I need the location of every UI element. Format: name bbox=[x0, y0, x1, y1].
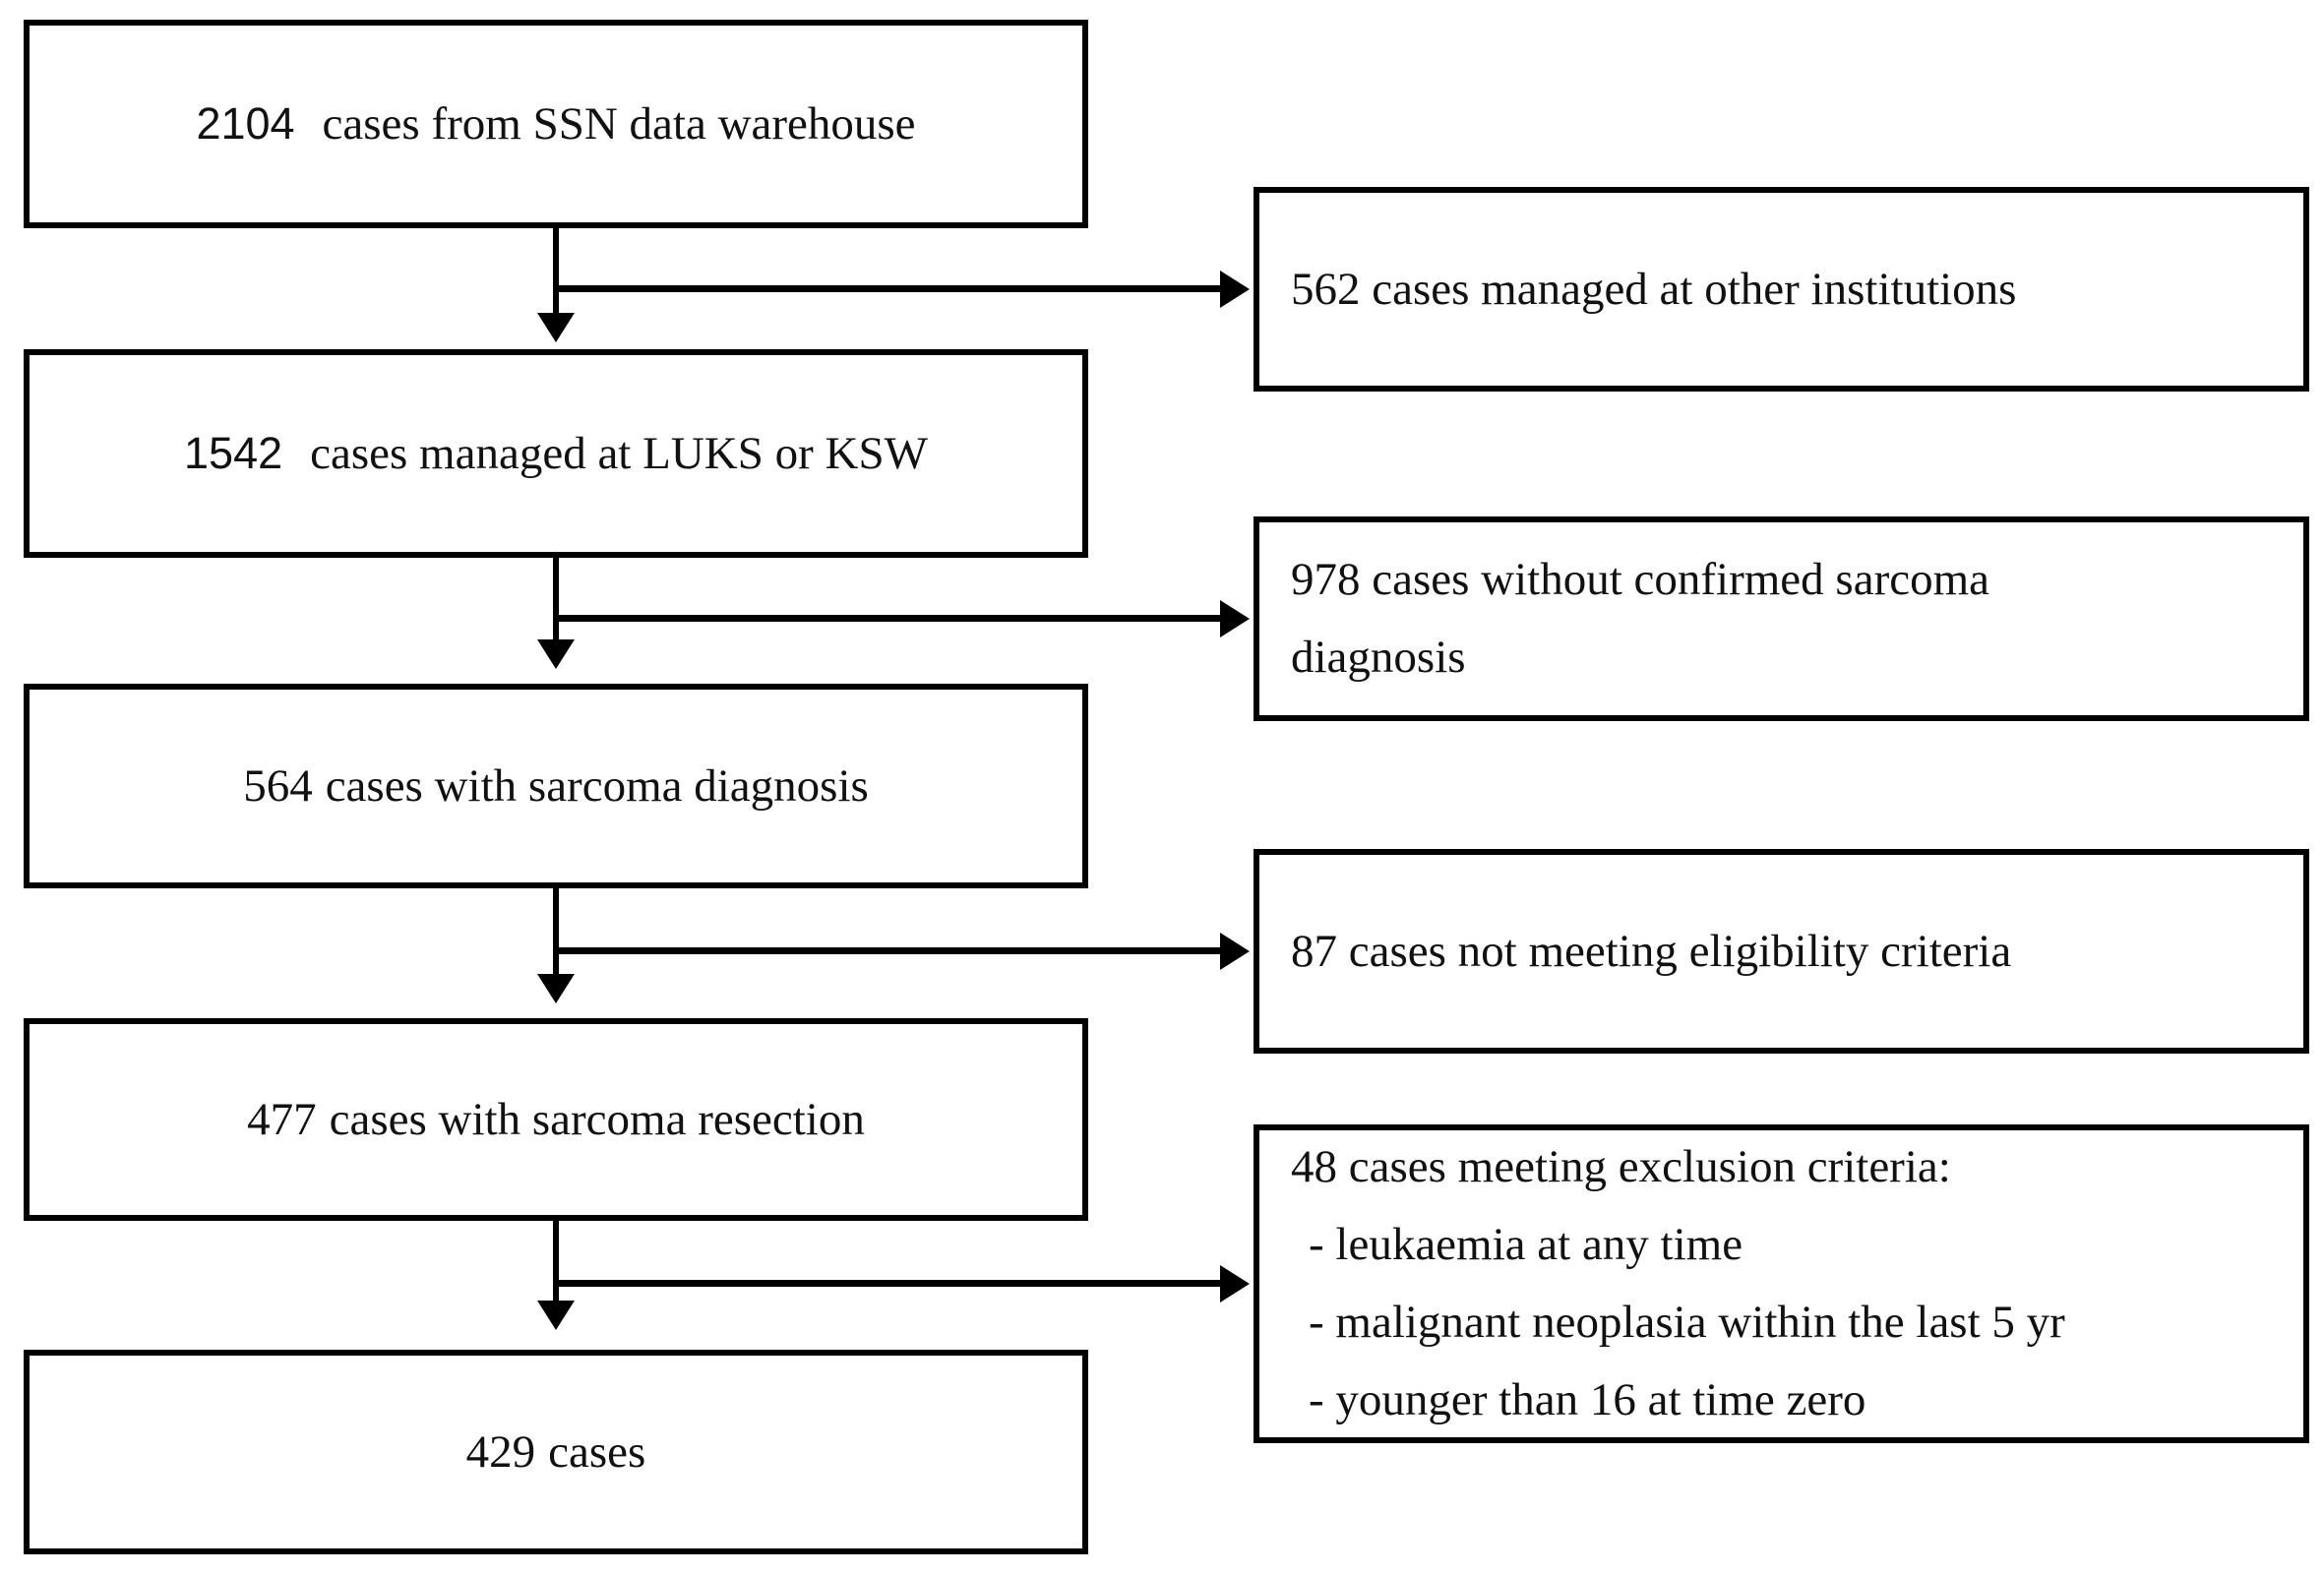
box-sarcoma-resection: 477 cases with sarcoma resection bbox=[24, 1018, 1088, 1221]
excluded-text: 48 cases meeting exclusion criteria: bbox=[1291, 1141, 1951, 1192]
arrow-down-4-line bbox=[553, 1221, 559, 1302]
box-excluded-exclusion-criteria: 48 cases meeting exclusion criteria: - l… bbox=[1254, 1124, 2309, 1443]
excluded-text: diagnosis bbox=[1291, 632, 1466, 683]
case-label: cases managed at LUKS or KSW bbox=[310, 428, 928, 479]
arrow-right-3-head bbox=[1220, 933, 1250, 970]
arrow-right-4-head bbox=[1220, 1265, 1250, 1302]
case-count: 429 bbox=[465, 1426, 536, 1478]
exclusion-criterion: - malignant neoplasia within the last 5 … bbox=[1309, 1297, 2065, 1348]
case-label: cases from SSN data warehouse bbox=[322, 98, 916, 150]
case-count: 2104 bbox=[196, 98, 295, 149]
box-excluded-no-diagnosis: 978 cases without confirmed sarcoma diag… bbox=[1254, 516, 2309, 721]
excluded-text: 978 cases without confirmed sarcoma bbox=[1291, 554, 1990, 605]
arrow-down-4-head bbox=[537, 1301, 575, 1330]
arrow-right-1-head bbox=[1220, 271, 1250, 308]
arrow-down-2-head bbox=[537, 639, 575, 669]
arrow-right-1-line bbox=[556, 285, 1221, 292]
box-cases-from-ssn: 2104 cases from SSN data warehouse bbox=[24, 20, 1088, 228]
arrow-down-3-line bbox=[553, 888, 559, 976]
case-label: cases with sarcoma resection bbox=[329, 1094, 865, 1145]
box-excluded-eligibility: 87 cases not meeting eligibility criteri… bbox=[1254, 849, 2309, 1054]
arrow-down-1-head bbox=[537, 313, 575, 342]
case-count: 477 bbox=[247, 1094, 317, 1145]
exclusion-criterion: - younger than 16 at time zero bbox=[1309, 1374, 1866, 1425]
excluded-text: 562 cases managed at other institutions bbox=[1291, 263, 2017, 315]
arrow-down-3-head bbox=[537, 974, 575, 1003]
case-count: 564 bbox=[243, 760, 313, 812]
case-label: cases bbox=[548, 1426, 646, 1478]
box-final-cases: 429 cases bbox=[24, 1350, 1088, 1554]
arrow-right-4-line bbox=[556, 1280, 1221, 1287]
box-excluded-other-institutions: 562 cases managed at other institutions bbox=[1254, 187, 2309, 392]
exclusion-criterion: - leukaemia at any time bbox=[1309, 1219, 1743, 1270]
arrow-down-2-line bbox=[553, 558, 559, 643]
arrow-right-2-head bbox=[1220, 600, 1250, 637]
box-cases-luks-ksw: 1542 cases managed at LUKS or KSW bbox=[24, 349, 1088, 558]
arrow-right-3-line bbox=[556, 947, 1221, 954]
case-count: 1542 bbox=[184, 428, 283, 478]
arrow-down-1-line bbox=[553, 228, 559, 317]
box-sarcoma-diagnosis: 564 cases with sarcoma diagnosis bbox=[24, 684, 1088, 888]
excluded-text: 87 cases not meeting eligibility criteri… bbox=[1291, 925, 2012, 977]
case-label: cases with sarcoma diagnosis bbox=[325, 760, 869, 812]
arrow-right-2-line bbox=[556, 615, 1221, 622]
